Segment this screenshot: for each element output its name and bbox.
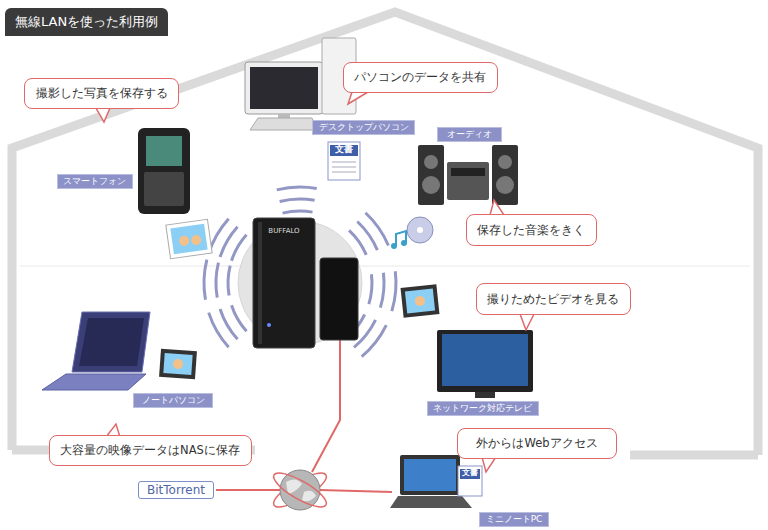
service-box: BitTorrent [138, 481, 214, 499]
video-icon [401, 284, 440, 318]
notebook-base [42, 374, 146, 390]
callout-tail [490, 200, 504, 215]
house-outline [12, 12, 758, 455]
wifi-arcs [368, 269, 397, 311]
wifi-arcs [346, 212, 390, 259]
network-wire [320, 490, 392, 492]
speech-callout: パソコンのデータを共有 [343, 62, 498, 93]
callout-text: 撮りためたビデオを見る [487, 292, 619, 307]
speech-callout: 撮影した写真を保存する [24, 78, 179, 109]
device-label: デスクトップパソコン [312, 120, 415, 135]
device-label: オーディオ [437, 127, 502, 142]
speech-callout: 保存した音楽をきく [466, 214, 597, 246]
document-label: 文書 [462, 469, 478, 478]
globe [280, 470, 320, 510]
smartphone [138, 128, 190, 214]
callout-tail [96, 108, 110, 122]
document-band [330, 145, 358, 156]
title-tab: 無線LANを使った利用例 [5, 8, 168, 36]
wifi-arcs [207, 301, 249, 348]
label-text: デスクトップパソコン [319, 121, 409, 134]
mini-note-screen [400, 455, 460, 495]
callout-text: 外からはWebアクセス [476, 436, 597, 451]
keyboard [250, 118, 318, 130]
tv-screen [442, 334, 528, 386]
wifi-arcs [207, 218, 249, 265]
label-text: ミニノートPC [486, 513, 543, 526]
brand-label: BUFFALO [268, 228, 299, 236]
speaker [418, 145, 444, 205]
device-label: ミニノートPC [479, 512, 549, 527]
document-label: 文書 [335, 145, 353, 155]
monitor-screen [250, 67, 318, 109]
smartphone-screen [146, 136, 182, 166]
photo-icon [166, 219, 212, 259]
speech-callout: 大容量の映像データはNASに保存 [49, 435, 252, 466]
wifi-arcs [277, 186, 318, 213]
stereo-unit [447, 162, 489, 200]
speech-callout: 撮りためたビデオを見る [476, 283, 631, 315]
video-icon [159, 349, 197, 379]
nas-led [267, 323, 271, 327]
label-text: オーディオ [447, 128, 492, 141]
speech-callout: 外からはWebアクセス [457, 428, 617, 459]
wifi-arcs [203, 260, 230, 301]
globe-orbit [270, 467, 331, 513]
tv-stand [475, 392, 495, 398]
label-text: BitTorrent [147, 483, 205, 497]
mini-note-base [390, 496, 472, 508]
device-label: ネットワーク対応テレビ [427, 401, 539, 416]
router-device [320, 258, 358, 340]
document-icon [458, 466, 482, 496]
callout-tail [520, 314, 534, 330]
network-wire [312, 338, 340, 472]
document-icon [328, 142, 360, 180]
callout-text: 保存した音楽をきく [477, 223, 585, 238]
callout-text: 大容量の映像データはNASに保存 [60, 443, 240, 458]
device-label: スマートフォン [57, 174, 133, 189]
label-text: ネットワーク対応テレビ [433, 402, 532, 415]
speaker [492, 145, 518, 205]
network-wire [216, 489, 280, 491]
label-text: ノートパソコン [142, 394, 205, 407]
music-note [396, 231, 406, 246]
callout-text: パソコンのデータを共有 [354, 70, 486, 85]
callout-tail [482, 457, 496, 472]
cd-icon [407, 217, 433, 243]
floor-divider [20, 266, 750, 267]
nas-device [253, 218, 315, 348]
device-label: ノートパソコン [133, 393, 213, 408]
label-text: スマートフォン [63, 175, 126, 188]
smartphone-keys [144, 172, 184, 206]
house-floor [630, 451, 758, 460]
notebook-screen [72, 312, 150, 372]
globe-orbit [270, 467, 331, 513]
callout-text: 撮影した写真を保存する [36, 86, 168, 101]
nas-trim [258, 222, 262, 344]
television [437, 330, 533, 392]
monitor [245, 62, 323, 114]
